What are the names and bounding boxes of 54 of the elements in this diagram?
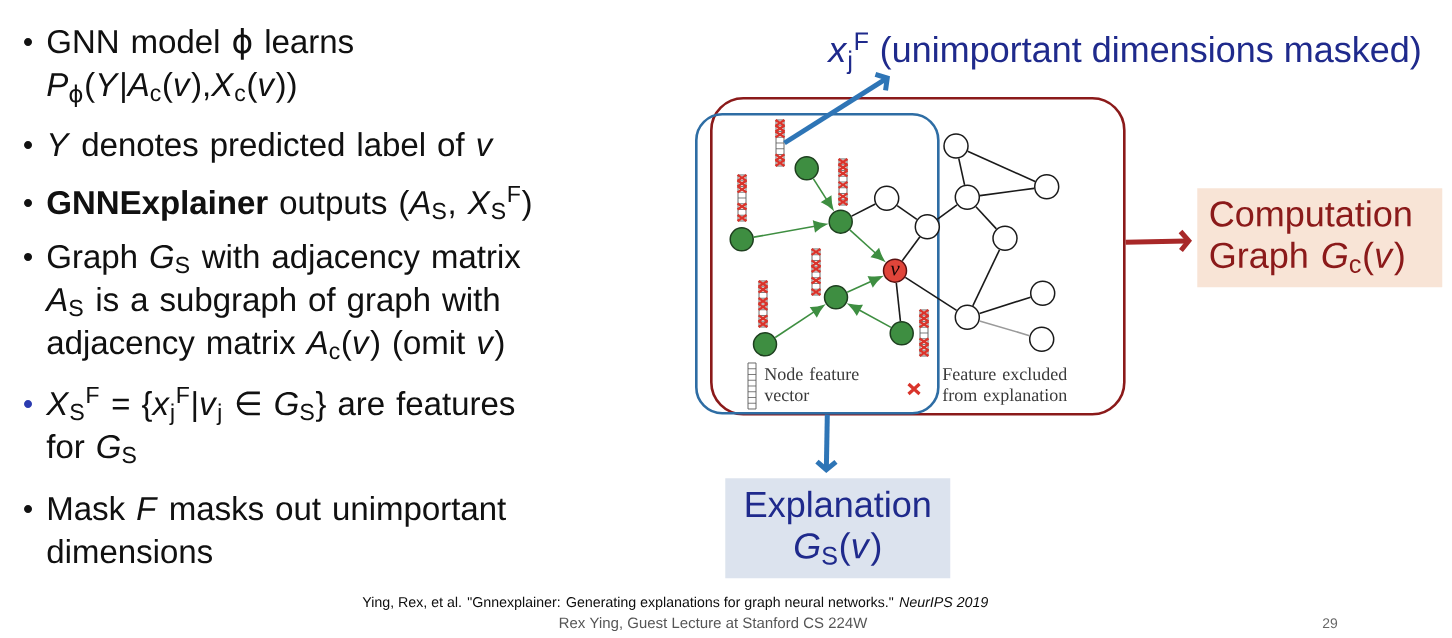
bullet-text: Y denotes predicted label of v — [49, 132, 494, 163]
connector-line — [957, 157, 966, 186]
rounded-frame — [710, 97, 1126, 416]
graph-node — [889, 321, 914, 346]
graph-node — [992, 225, 1018, 252]
citation-text: Ying, Rex, et al. "Gnnexplainer: Generating explanations for graph neural networks." NeurIPS 2019 — [362, 596, 988, 610]
bullet-text: Graph G$_{S}$ with adjacency matrix A$_{S}$ is a subgraph of graph with adjacency matrix A$_{c}$(v) (omit v) — [44, 244, 521, 361]
legend-text: Feature excluded from explanation — [942, 367, 1067, 405]
arrow — [812, 177, 834, 210]
rounded-frame — [695, 113, 940, 415]
connector-line — [895, 282, 902, 322]
bullet-text: X$_{S}$$^{F}$ = {x$_{j}$$^{F}$|v$_{j}$ ∈ G$_{S}$} are features for G$_{S}$ — [45, 387, 515, 464]
label-box: Explanation G$_{S}$(v) — [725, 478, 951, 579]
graph-node — [823, 285, 849, 310]
connector-line — [904, 276, 958, 312]
connector-line — [979, 187, 1035, 197]
footer-text: Rex Ying, Guest Lecture at Stanford CS 224W — [559, 617, 868, 632]
arrow — [752, 220, 827, 238]
arrow — [815, 414, 838, 473]
connector-line — [896, 204, 918, 221]
graph-node — [914, 213, 941, 240]
graph-node — [1029, 280, 1056, 307]
connector-line — [936, 204, 958, 220]
graph-node — [794, 156, 819, 181]
arrow — [1125, 229, 1192, 253]
connector-line — [972, 249, 1001, 307]
arrow — [783, 71, 890, 146]
label-box: Computation Graph G$_{c}$(v) — [1197, 188, 1443, 288]
arrow — [846, 276, 882, 294]
annotation-text: x$_{j}$$^{F}$ (unimportant dimensions masked) — [826, 32, 1420, 75]
graph-node — [1028, 326, 1055, 353]
connector-line — [978, 320, 1031, 337]
bullet-text: Mask F masks out unimportant dimensions — [47, 496, 506, 564]
connector-line — [850, 203, 877, 217]
arrow — [849, 229, 885, 262]
connector-line — [966, 150, 1036, 183]
graph-node — [954, 184, 981, 211]
bullet-text: GNNExplainer outputs (A$_{S}$, X$_{S}$$^{F}$) — [47, 186, 531, 221]
bullet-text: GNN model ϕ learns P$_{ϕ}$(Y|A$_{c}$(v),X$_{c}$(v)) — [47, 27, 353, 107]
graph-node — [873, 185, 900, 212]
graph-node — [1033, 173, 1060, 200]
connector-line — [978, 296, 1032, 315]
graph-node — [954, 304, 981, 331]
feature-vector-icon — [774, 118, 786, 168]
page-number: 29 — [1322, 618, 1338, 629]
graph-node — [752, 332, 778, 357]
connector-line — [975, 205, 998, 230]
arrow — [848, 303, 892, 329]
connector-line — [901, 236, 921, 262]
graph-node — [729, 227, 754, 252]
legend-text: Node feature vector — [764, 367, 859, 402]
arrow — [774, 304, 825, 339]
graph-node — [943, 133, 969, 159]
graph-node: v — [882, 258, 908, 283]
